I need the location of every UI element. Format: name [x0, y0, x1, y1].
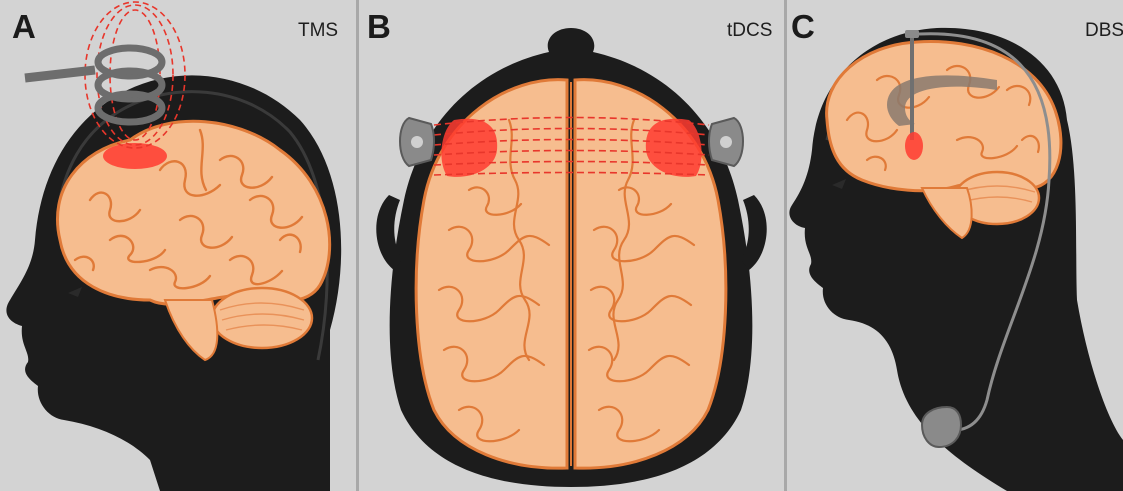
- panel-dbs: C DBS: [787, 0, 1123, 491]
- tms-illustration: [0, 0, 356, 491]
- tms-target-area: [103, 143, 167, 169]
- panel-tdcs: B tDCS: [359, 0, 784, 491]
- panel-title-dbs: DBS: [1085, 20, 1123, 42]
- panel-title-tdcs: tDCS: [727, 20, 772, 42]
- panel-letter-b: B: [367, 8, 391, 46]
- dbs-pulse-generator-icon: [922, 407, 961, 447]
- dbs-target-area: [905, 132, 923, 160]
- panel-letter-a: A: [12, 8, 36, 46]
- panel-title-tms: TMS: [298, 20, 338, 42]
- tdcs-illustration: [359, 0, 784, 491]
- panel-tms: A TMS: [0, 0, 356, 491]
- dbs-illustration: [787, 0, 1123, 491]
- panel-letter-c: C: [791, 8, 815, 46]
